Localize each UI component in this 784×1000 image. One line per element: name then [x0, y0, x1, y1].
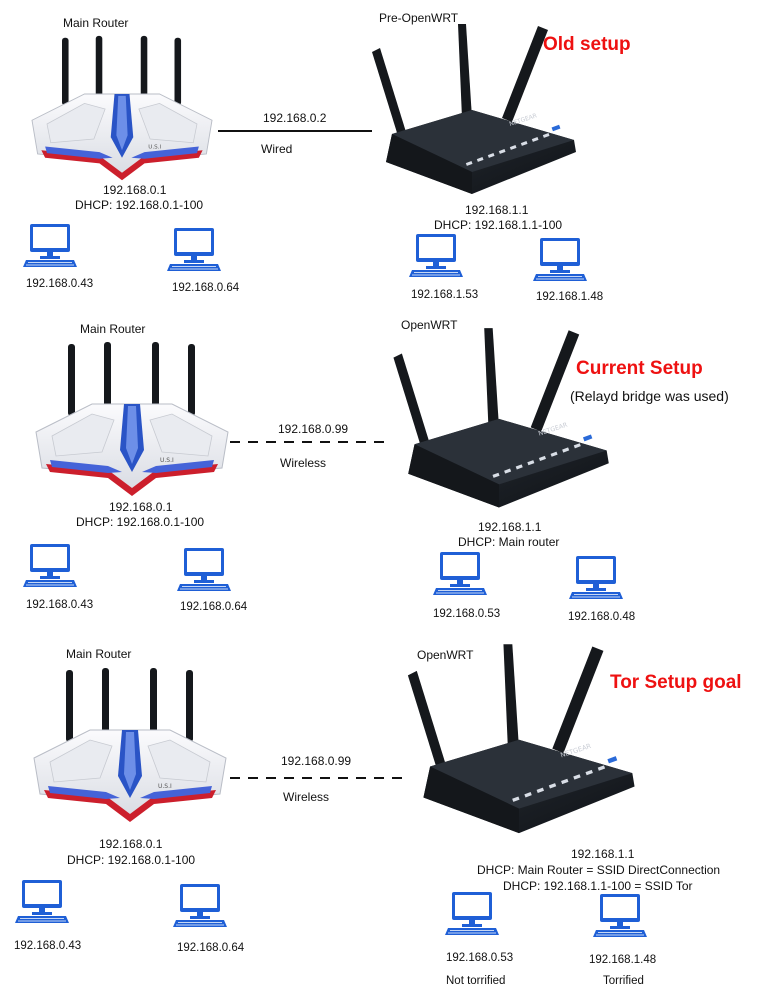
main-router-ip: 192.168.0.1 — [109, 500, 173, 514]
link-layer — [218, 130, 372, 132]
main-router-label: Main Router — [80, 322, 146, 336]
black-netgear-router-icon — [374, 326, 624, 516]
section-title: Current Setup — [576, 358, 703, 379]
pc-status-note: Not torrified — [446, 975, 506, 987]
section-title: Tor Setup goal — [610, 672, 742, 693]
secondary-router-label: Pre-OpenWRT — [379, 11, 459, 25]
pc-ip: 192.168.0.48 — [568, 611, 636, 623]
section-current-setup: Current Setup (Relayd bridge was used) M… — [0, 318, 784, 638]
pc-ip: 192.168.1.48 — [536, 291, 604, 303]
section-tor-setup-goal: Tor Setup goal Main Router 192.168.0.1 D… — [0, 636, 784, 1000]
section-old-setup: Old setup Main Router 192.168.0.1 DHCP: … — [0, 0, 784, 320]
main-router-label: Main Router — [63, 16, 129, 30]
pc-ip: 192.168.0.53 — [433, 608, 501, 620]
section-title: Old setup — [543, 34, 631, 55]
main-router-ip: 192.168.0.1 — [103, 183, 167, 197]
link-ip: 192.168.0.99 — [278, 422, 349, 436]
secondary-router-dhcp: DHCP: 192.168.1.1-100 — [434, 218, 563, 232]
pc-ip: 192.168.1.48 — [589, 954, 657, 966]
white-gaming-router-icon — [32, 340, 232, 500]
secondary-router-dhcp: DHCP: 192.168.1.1-100 = SSID Tor — [503, 879, 693, 893]
main-router-dhcp: DHCP: 192.168.0.1-100 — [76, 515, 205, 529]
pc-ip: 192.168.0.43 — [26, 278, 94, 290]
secondary-router-ip: 192.168.1.1 — [571, 847, 635, 861]
section-note: (Relayd bridge was used) — [570, 388, 729, 404]
desktop-computer-icon — [22, 542, 78, 588]
desktop-computer-icon — [592, 892, 648, 938]
secondary-router-dhcp: DHCP: Main Router = SSID DirectConnectio… — [477, 863, 721, 877]
black-netgear-router-icon — [362, 22, 582, 202]
pc-ip: 192.168.0.64 — [177, 942, 245, 954]
desktop-computer-icon — [432, 550, 488, 596]
white-gaming-router-icon — [22, 34, 222, 184]
desktop-computer-icon — [172, 882, 228, 928]
pc-ip: 192.168.0.64 — [180, 601, 248, 613]
pc-ip: 192.168.1.53 — [411, 289, 479, 301]
link-layer — [230, 441, 392, 443]
pc-ip: 192.168.0.43 — [14, 940, 82, 952]
main-router-dhcp: DHCP: 192.168.0.1-100 — [75, 198, 204, 212]
link-ip: 192.168.0.99 — [281, 754, 352, 768]
main-router-dhcp: DHCP: 192.168.0.1-100 — [67, 853, 196, 867]
main-router-ip: 192.168.0.1 — [99, 837, 163, 851]
pc-ip: 192.168.0.64 — [172, 282, 240, 294]
secondary-router-label: OpenWRT — [401, 318, 458, 332]
secondary-router-dhcp: DHCP: Main router — [458, 535, 560, 549]
desktop-computer-icon — [408, 232, 464, 278]
desktop-computer-icon — [14, 878, 70, 924]
secondary-router-ip: 192.168.1.1 — [465, 203, 529, 217]
link-type: Wireless — [283, 790, 330, 804]
desktop-computer-icon — [444, 890, 500, 936]
desktop-computer-icon — [568, 554, 624, 600]
secondary-router-label: OpenWRT — [417, 648, 474, 662]
pc-status-note: Torrified — [603, 975, 644, 987]
pc-ip: 192.168.0.43 — [26, 599, 94, 611]
main-router-label: Main Router — [66, 647, 132, 661]
desktop-computer-icon — [532, 236, 588, 282]
link-type: Wired — [261, 142, 293, 156]
secondary-router-ip: 192.168.1.1 — [478, 520, 542, 534]
link-ip: 192.168.0.2 — [263, 111, 327, 125]
desktop-computer-icon — [176, 546, 232, 592]
pc-ip: 192.168.0.53 — [446, 952, 514, 964]
link-type: Wireless — [280, 456, 327, 470]
white-gaming-router-icon — [30, 666, 230, 826]
desktop-computer-icon — [22, 222, 78, 268]
black-netgear-router-icon — [384, 642, 654, 842]
desktop-computer-icon — [166, 226, 222, 272]
